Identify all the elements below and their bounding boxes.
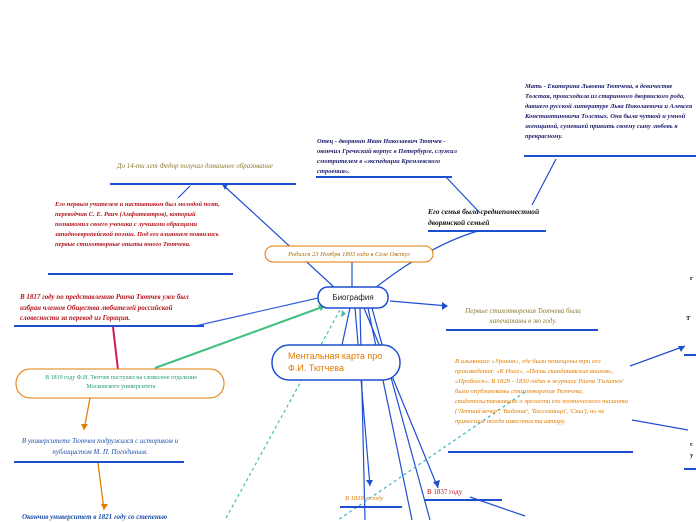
edge-fragment-3: с [690, 441, 693, 448]
connector-dashed-right [337, 391, 526, 520]
connector-bio-university [154, 305, 326, 369]
edge-fragment-1: г [690, 275, 693, 282]
edge-fragment-2: Т [686, 315, 691, 322]
edge-underline-1 [684, 354, 696, 356]
university-node-box [15, 368, 225, 399]
center-node[interactable]: Ментальная карта про Ф.И. Тютчева [288, 351, 383, 373]
connector-center-1837 [363, 307, 439, 489]
almanac-underline [448, 451, 633, 453]
connector-bio-society [194, 297, 319, 327]
connector-dashed-left [224, 309, 341, 520]
y1837-node[interactable]: В 1837 году [427, 488, 463, 496]
connector-bio-center [341, 307, 351, 346]
graduated-node[interactable]: Окончив университет в 1821 году со степе… [22, 513, 168, 521]
connector-family-mother [531, 158, 557, 206]
connector-c2 [367, 307, 413, 520]
pogodin-underline [14, 461, 184, 463]
society-node[interactable]: В 1817 году по представлению Раича Тютче… [20, 293, 189, 322]
edge-underline-2 [684, 468, 696, 470]
home-edu-underline [110, 183, 296, 185]
bio-node-box [317, 286, 389, 309]
first-poems-node-box [447, 299, 597, 331]
connector-home-teacher [177, 185, 191, 199]
father-underline [316, 176, 452, 178]
born-node-box [264, 245, 434, 263]
connector-almanac-right1 [629, 345, 686, 367]
connector-c1 [359, 307, 366, 520]
connector-almanac-right2 [631, 419, 689, 431]
connector-pogodin-graduated [97, 462, 105, 511]
connector-bio-first-poems [389, 300, 449, 307]
born-node[interactable]: Родился 23 Ноября 1803 года в Селе Овсту… [288, 251, 410, 258]
first-poems-node[interactable]: Первые стихотворения Тютчева были напеча… [465, 307, 581, 325]
family-underline [428, 230, 546, 232]
edge-fragment-4: у [690, 452, 694, 459]
teacher-underline [48, 273, 233, 275]
university-node[interactable]: В 1819 году Ф.И. Тютчев поступил на слов… [45, 375, 197, 390]
almanac-node[interactable]: В альманахе «Урания», где были помещены … [455, 358, 628, 425]
pogodin-node[interactable]: В университете Тютчев подружился с истор… [21, 437, 179, 456]
center-node-box [271, 344, 401, 381]
family-node[interactable]: Его семья была среднепоместной дворянско… [428, 207, 540, 227]
bio-node[interactable]: Биография [332, 293, 374, 302]
connector-c3 [371, 307, 431, 520]
y1837-underline [424, 499, 502, 501]
connector-bio-home-edu [221, 183, 336, 289]
connector-family-father [445, 176, 481, 214]
y1839-node[interactable]: В 1839-м году [345, 495, 384, 502]
home-edu-node[interactable]: До 14-ти лет Федор получал домашнее обра… [117, 162, 273, 170]
y1839-underline [340, 506, 402, 508]
mother-underline [524, 155, 696, 157]
father-node[interactable]: Отец - дворянин Иван Николаевич Тютчев -… [317, 138, 457, 175]
first-poems-underline [446, 329, 598, 331]
mother-node[interactable]: Мать - Екатерина Львовна Тютчева, в деви… [525, 83, 693, 140]
teacher-node[interactable]: Его первым учителем и наставником был мо… [55, 201, 220, 248]
connector-society-university [112, 326, 119, 371]
society-underline [14, 325, 204, 327]
